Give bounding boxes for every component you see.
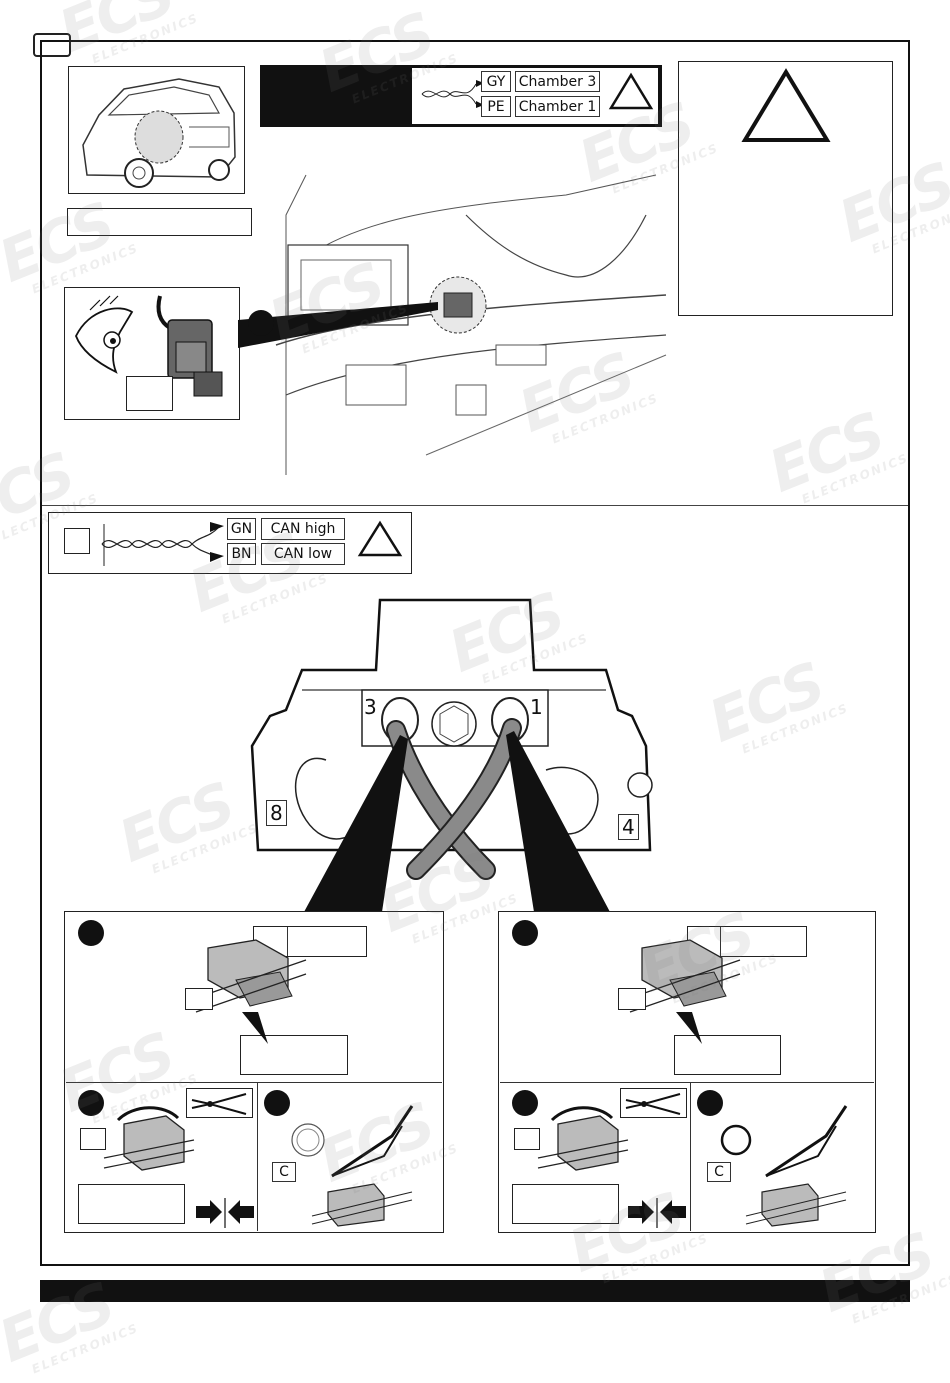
- crimp-tool-icon-right: [720, 1105, 848, 1227]
- car-caption-box: [67, 208, 252, 236]
- twisted-pair-small: [421, 80, 484, 108]
- detail-right-vdivider: [690, 1083, 691, 1231]
- can-warning-triangle-icon: [357, 520, 403, 557]
- tool-letter-c-left: C: [272, 1162, 296, 1182]
- tool-letter-c-right: C: [707, 1162, 731, 1182]
- detail-right-label-bottom: [512, 1184, 619, 1224]
- detail-left-small-box: [185, 988, 213, 1010]
- detail-left-divider: [66, 1082, 442, 1083]
- warning-triangle-icon: [608, 72, 654, 110]
- detail-right-small-box: [618, 988, 646, 1010]
- detail-right-small-box-2: [514, 1128, 540, 1150]
- pin-label-4: 4: [618, 814, 639, 840]
- arrow-pointer-right: [676, 1012, 702, 1044]
- twisted-pair-can: [101, 522, 224, 566]
- pliers-icon: [191, 1093, 247, 1115]
- detail-right-divider: [500, 1082, 874, 1083]
- footer-bar: [40, 1280, 910, 1302]
- step-marker-left-a: [78, 920, 104, 946]
- pin-label-3: 3: [364, 695, 377, 719]
- wire-label-chamber1: Chamber 1: [515, 96, 600, 117]
- splice-close-icon-right: [537, 1106, 629, 1171]
- splice-connector-icon-left: [195, 939, 307, 1013]
- wire-code-gn: GN: [227, 518, 256, 540]
- detail-left-label-bottom: [78, 1184, 185, 1224]
- splice-close-icon-left: [103, 1106, 195, 1171]
- detail-left-small-box-2: [80, 1128, 106, 1150]
- step-marker-right-c: [697, 1090, 723, 1116]
- crimp-tool-icon-left: [291, 1105, 414, 1227]
- pin-label-8: 8: [266, 800, 287, 826]
- detail-right-label-mid: [674, 1035, 781, 1075]
- wire-code-bn: BN: [227, 543, 256, 565]
- large-warning-triangle-icon: [741, 68, 831, 142]
- step-marker-left-c: [264, 1090, 290, 1116]
- wire-code-pe: PE: [481, 96, 511, 117]
- connector-label-box: [126, 376, 173, 411]
- detail-right-label-top-split: [720, 927, 721, 956]
- page-number-tab: [33, 33, 71, 57]
- main-frame: [40, 40, 910, 1266]
- section-divider: [42, 505, 908, 506]
- press-arrows-icon-left: [196, 1198, 254, 1228]
- arrow-pointer-left: [242, 1012, 268, 1044]
- wire-label-chamber3: Chamber 3: [515, 71, 600, 92]
- pin-label-1: 1: [530, 695, 543, 719]
- car-illustration: [82, 78, 236, 188]
- detail-left-vdivider: [257, 1083, 258, 1231]
- car-thumbnail: [68, 66, 245, 194]
- wire-code-gy: GY: [481, 71, 511, 92]
- pliers-icon-right: [625, 1093, 681, 1115]
- callout-wedges: [304, 731, 610, 912]
- pliers-icon-box-right: [620, 1088, 687, 1118]
- can-legend-index-box: [64, 528, 90, 554]
- connector-plug-icon: [156, 295, 223, 397]
- eye-icon: [75, 295, 134, 374]
- detail-left-label-top-split: [287, 927, 288, 956]
- detail-left-label-mid: [240, 1035, 348, 1075]
- wire-label-can-high: CAN high: [261, 518, 345, 540]
- step-marker: [248, 310, 274, 336]
- callout-pointer: [238, 302, 438, 348]
- step-marker-left-b: [78, 1090, 104, 1116]
- splice-connector-icon-right: [629, 939, 741, 1013]
- wire-label-can-low: CAN low: [261, 543, 345, 565]
- press-arrows-icon-right: [628, 1198, 686, 1228]
- step-marker-right-b: [512, 1090, 538, 1116]
- step-marker-right-a: [512, 920, 538, 946]
